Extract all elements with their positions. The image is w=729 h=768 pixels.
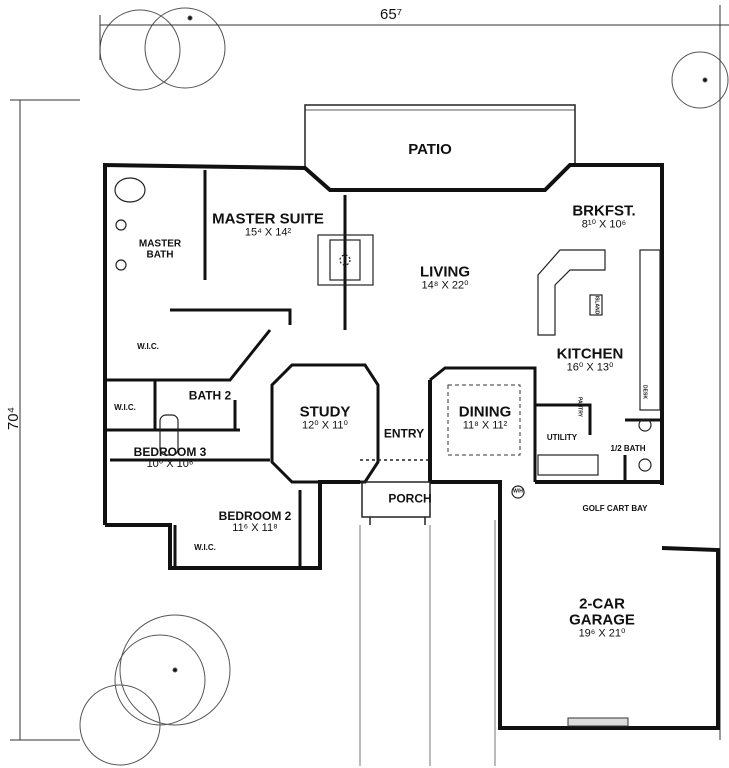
room-name: DINING	[458, 403, 512, 421]
room-name: KITCHEN	[556, 345, 624, 363]
garage-door	[567, 717, 629, 727]
patio-label: PATIO	[408, 141, 452, 159]
room-dims: 16⁰ X 13⁰	[566, 361, 614, 374]
room-dims: 10⁰ X 10⁶	[146, 457, 194, 470]
golf-cart-bay-label: GOLF CART BAY	[582, 503, 648, 513]
room-name: LIVING	[419, 263, 471, 281]
wic-3-label: W.I.C.	[194, 542, 216, 552]
trees	[79, 7, 729, 766]
desk-label: DESK	[641, 385, 648, 399]
room-name: BRKFST.	[572, 202, 636, 220]
half-bath-label: 1/2 BATH	[610, 443, 646, 453]
room-dims: 15⁴ X 14²	[244, 226, 292, 239]
bath2-label: BATH 2	[188, 388, 232, 403]
room-dims: 14⁸ X 22⁰	[421, 279, 469, 292]
master-bath-label: MASTER BATH	[138, 238, 182, 260]
patio-outline	[304, 104, 576, 170]
kitchen-fixtures	[537, 249, 661, 476]
wic-2-label: W.I.C.	[114, 402, 136, 412]
porch-label: PORCH	[388, 491, 432, 506]
bath-fixtures	[114, 177, 652, 499]
room-dims: 11⁶ X 11⁸	[232, 521, 278, 534]
fireplace	[317, 234, 374, 286]
tree	[99, 9, 181, 91]
tree	[119, 614, 231, 726]
overall-width: 65⁷	[380, 6, 403, 23]
dining-ceiling-outline	[447, 384, 521, 456]
water-heater-label: W/H	[513, 488, 523, 495]
porch-outline	[360, 459, 431, 525]
room-name: 2-CAR GARAGE	[569, 595, 635, 629]
room-name: STUDY	[299, 403, 351, 421]
walkways	[359, 520, 496, 766]
room-name: BEDROOM 3	[133, 444, 207, 459]
exterior-walls	[103, 162, 720, 730]
room-dims: 11⁸ X 11²	[462, 419, 508, 432]
tree	[671, 51, 729, 109]
tree	[144, 7, 226, 89]
interior-walls	[105, 170, 662, 568]
brkfst-label: BRKFST.8¹⁰ X 10⁶	[572, 203, 635, 230]
overall-depth: 70⁴	[5, 406, 23, 431]
room-dims: 12⁰ X 11⁰	[302, 419, 348, 432]
room-name: MASTER SUITE	[212, 210, 324, 228]
room-dims: 8¹⁰ X 10⁶	[581, 218, 627, 231]
island-label: ISLAND	[593, 295, 600, 315]
tree	[114, 634, 206, 726]
room-name: BEDROOM 2	[218, 508, 292, 523]
pantry-label: PANTRY	[576, 397, 583, 417]
wic-master-label: W.I.C.	[137, 341, 159, 351]
island	[589, 294, 603, 316]
utility-label: UTILITY	[546, 432, 578, 442]
room-dims: 19⁶ X 21⁰	[578, 626, 626, 639]
entry-label: ENTRY	[383, 426, 425, 441]
tree	[79, 684, 161, 766]
